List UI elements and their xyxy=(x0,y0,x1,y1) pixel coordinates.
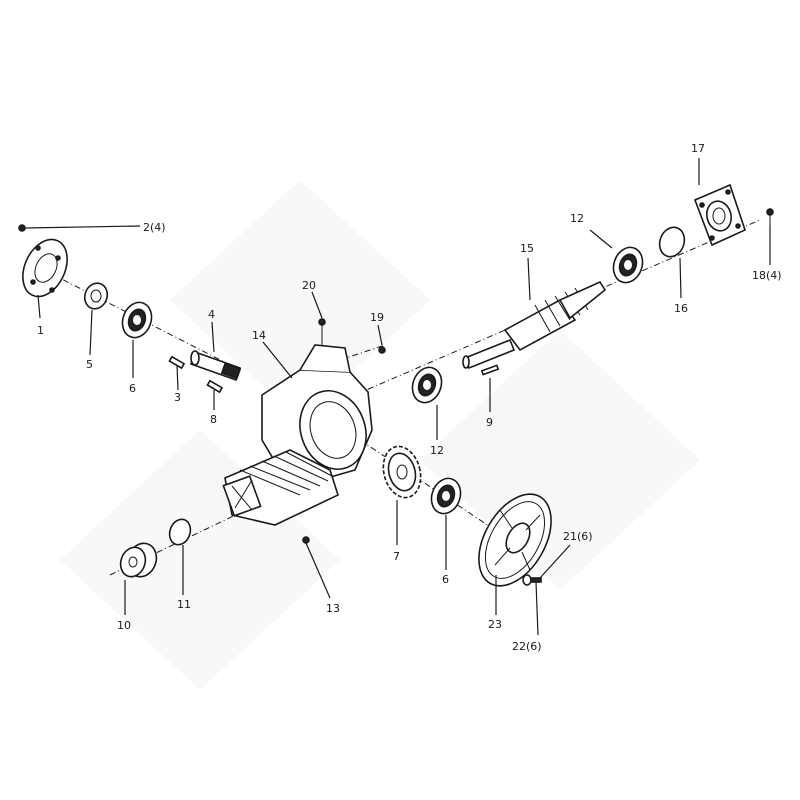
part-17-flange-cover xyxy=(693,183,746,247)
part-8-key xyxy=(206,379,224,394)
label-13: 13 xyxy=(326,602,340,615)
callout-labels: 1 2(4) 3 4 5 6 6 7 8 9 10 11 12 12 13 14… xyxy=(37,142,782,653)
part-12-bearing-upper xyxy=(612,246,644,284)
label-21: 21(6) xyxy=(563,530,593,543)
part-21-22-screw-washer xyxy=(522,574,542,586)
part-12-bearing-lower xyxy=(411,366,443,404)
label-7: 7 xyxy=(393,550,400,563)
label-22: 22(6) xyxy=(512,640,542,653)
label-23: 23 xyxy=(488,618,502,631)
part-4-input-shaft xyxy=(189,350,242,382)
part-19-screw xyxy=(378,346,386,354)
part-16-snap-ring xyxy=(658,226,686,258)
part-5-oil-seal xyxy=(83,282,109,310)
part-1-end-cover xyxy=(22,238,68,298)
part-2-screw xyxy=(18,224,141,232)
label-2: 2(4) xyxy=(143,221,166,234)
label-3: 3 xyxy=(174,391,181,404)
label-4: 4 xyxy=(208,308,215,321)
label-12-upper: 12 xyxy=(570,212,584,225)
part-15-worm-shaft xyxy=(462,280,607,370)
label-10: 10 xyxy=(117,619,131,632)
label-12-lower: 12 xyxy=(430,444,444,457)
label-19: 19 xyxy=(370,311,384,324)
watermark xyxy=(60,180,700,690)
part-20-screw xyxy=(318,318,326,345)
label-20: 20 xyxy=(302,279,316,292)
part-7-worm-wheel xyxy=(382,445,422,499)
label-5: 5 xyxy=(86,358,93,371)
label-9: 9 xyxy=(486,416,493,429)
part-13-worm-housing xyxy=(222,449,339,544)
label-6-upper: 6 xyxy=(129,382,136,395)
label-18: 18(4) xyxy=(752,269,782,282)
part-9-key xyxy=(480,364,500,376)
part-18-screw xyxy=(766,208,774,225)
label-6-lower: 6 xyxy=(442,573,449,586)
label-16: 16 xyxy=(674,302,688,315)
label-15: 15 xyxy=(520,242,534,255)
label-17: 17 xyxy=(691,142,705,155)
part-6-bearing-lower xyxy=(430,477,462,515)
part-6-bearing-upper xyxy=(121,301,153,339)
label-1: 1 xyxy=(37,324,44,337)
part-23-output-cover xyxy=(478,493,552,587)
leader-lines xyxy=(37,158,771,636)
label-14: 14 xyxy=(252,329,266,342)
label-11: 11 xyxy=(177,598,191,611)
part-11-retaining-ring xyxy=(168,518,192,546)
label-8: 8 xyxy=(210,413,217,426)
part-3-key xyxy=(168,355,186,370)
part-10-bushing xyxy=(119,542,158,578)
